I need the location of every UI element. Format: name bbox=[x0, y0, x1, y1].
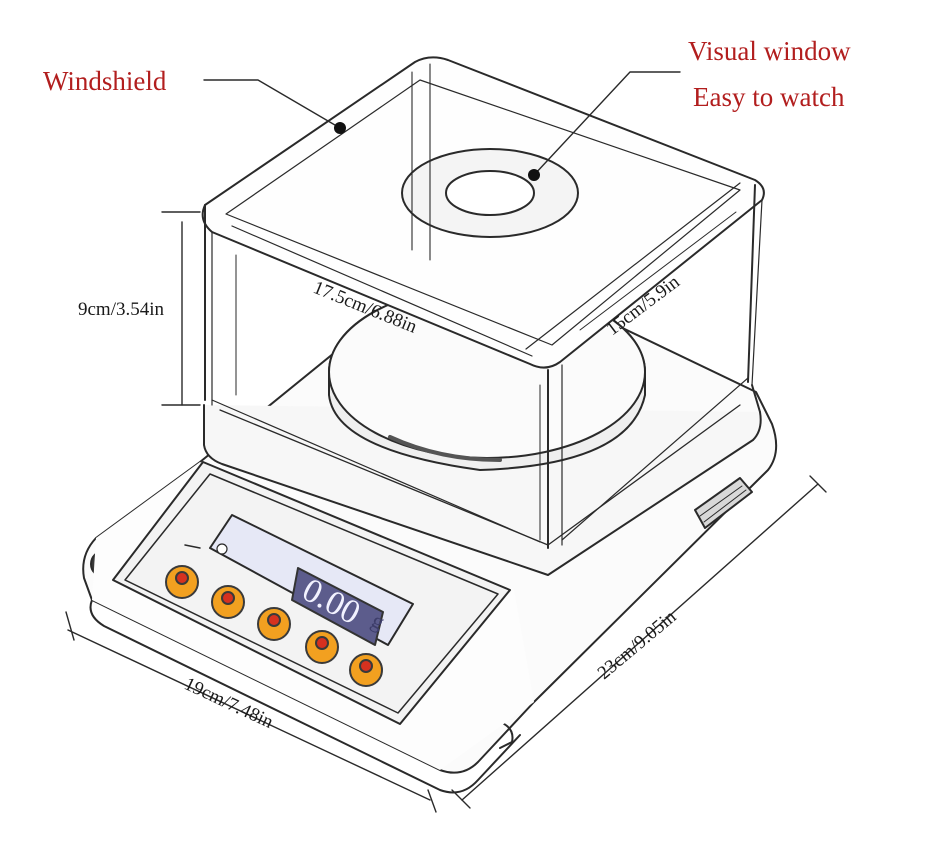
visual-window-pointer-dot bbox=[528, 169, 540, 181]
windshield-pointer-dot bbox=[334, 122, 346, 134]
easy-to-watch-callout: Easy to watch bbox=[693, 82, 845, 112]
callout-leaders bbox=[203, 71, 681, 176]
base-depth-dim-line bbox=[461, 483, 819, 801]
visual-window-callout: Visual window bbox=[688, 36, 851, 66]
windshield-leader bbox=[203, 79, 341, 129]
height-label: 9cm/3.54in bbox=[78, 299, 165, 320]
dimension-lines bbox=[65, 211, 827, 813]
visual-window-leader bbox=[533, 71, 681, 176]
base-width-dim-line bbox=[67, 629, 431, 801]
keypad bbox=[165, 565, 383, 687]
lcd-screen bbox=[184, 514, 414, 646]
key-5[interactable] bbox=[349, 653, 383, 687]
key-3[interactable] bbox=[257, 607, 291, 641]
key-4[interactable] bbox=[305, 630, 339, 664]
side-connector bbox=[694, 477, 753, 529]
key-2[interactable] bbox=[211, 585, 245, 619]
windshield-callout: Windshield bbox=[43, 66, 167, 96]
key-1[interactable] bbox=[165, 565, 199, 599]
